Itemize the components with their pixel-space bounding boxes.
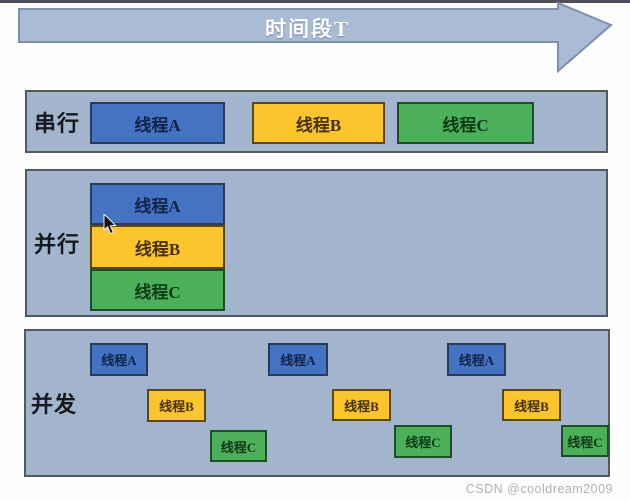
top-edge-strip: [0, 0, 630, 3]
thread-block-b: 线程B: [502, 389, 561, 421]
thread-block-c: 线程C: [397, 102, 534, 144]
thread-block-a: 线程A: [268, 343, 328, 376]
thread-block-c: 线程C: [394, 425, 452, 458]
timeline-arrow-shape: [18, 1, 613, 74]
thread-block-b: 线程B: [147, 389, 206, 422]
thread-block-a: 线程A: [90, 343, 148, 376]
thread-block-b: 线程B: [332, 389, 391, 421]
thread-block-a: 线程A: [90, 183, 225, 225]
thread-block-c: 线程C: [90, 269, 225, 311]
thread-block-a: 线程A: [447, 343, 506, 376]
parallel-row-label: 并行: [34, 232, 81, 257]
serial-blocks: 线程A 线程B 线程C: [27, 92, 606, 151]
thread-block-a: 线程A: [90, 102, 225, 144]
csdn-watermark: CSDN @cooldream2009: [465, 482, 613, 496]
concurrent-row-label: 并发: [31, 392, 78, 417]
serial-row-label: 串行: [34, 110, 81, 136]
thread-block-c: 线程C: [561, 425, 609, 457]
thread-block-b: 线程B: [252, 102, 385, 144]
serial-row: 串行 线程A 线程B 线程C: [25, 90, 608, 153]
timeline-label: 时间段T: [264, 17, 350, 41]
mouse-cursor-icon: [103, 214, 117, 235]
thread-block-c: 线程C: [210, 430, 267, 462]
